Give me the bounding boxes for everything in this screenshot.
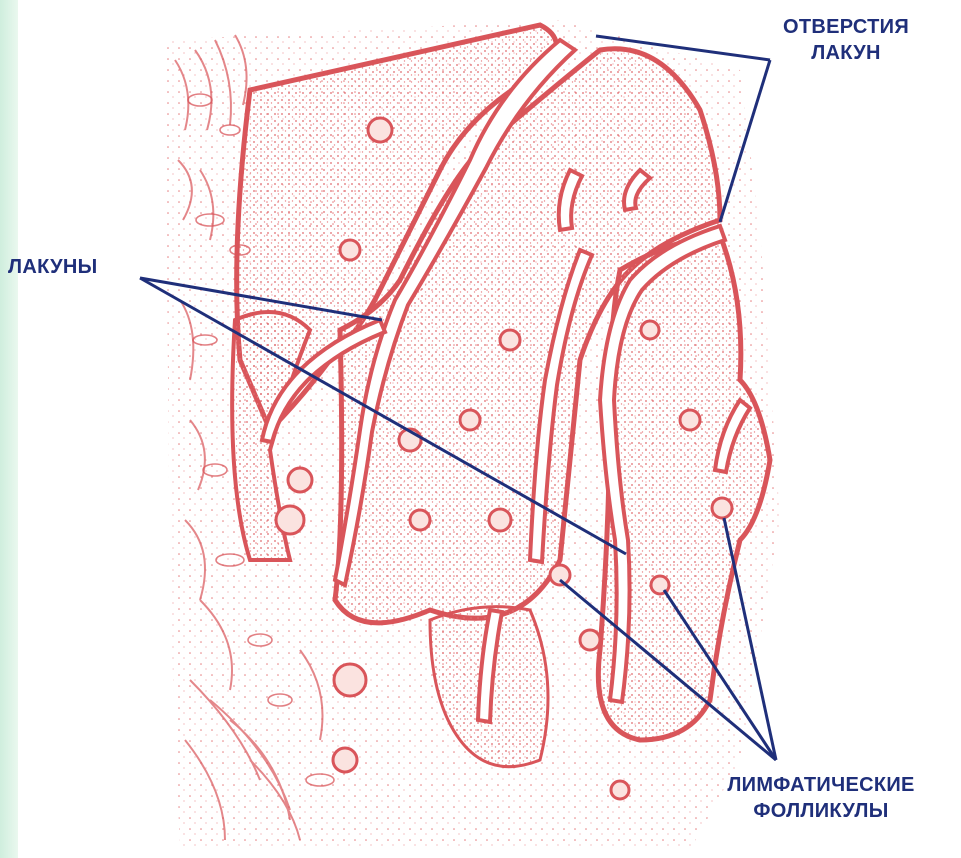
- label-lacunae: ЛАКУНЫ: [8, 254, 97, 280]
- label-lacuna-openings: ОТВЕРСТИЯ ЛАКУН: [748, 14, 944, 66]
- label-lacuna-openings-line1: ОТВЕРСТИЯ: [748, 14, 944, 40]
- label-lymphatic-follicles: ЛИМФАТИЧЕСКИЕ ФОЛЛИКУЛЫ: [686, 772, 956, 824]
- label-lymphatic-follicles-line2: ФОЛЛИКУЛЫ: [686, 798, 956, 824]
- label-lacuna-openings-line2: ЛАКУН: [748, 40, 944, 66]
- label-lymphatic-follicles-line1: ЛИМФАТИЧЕСКИЕ: [686, 772, 956, 798]
